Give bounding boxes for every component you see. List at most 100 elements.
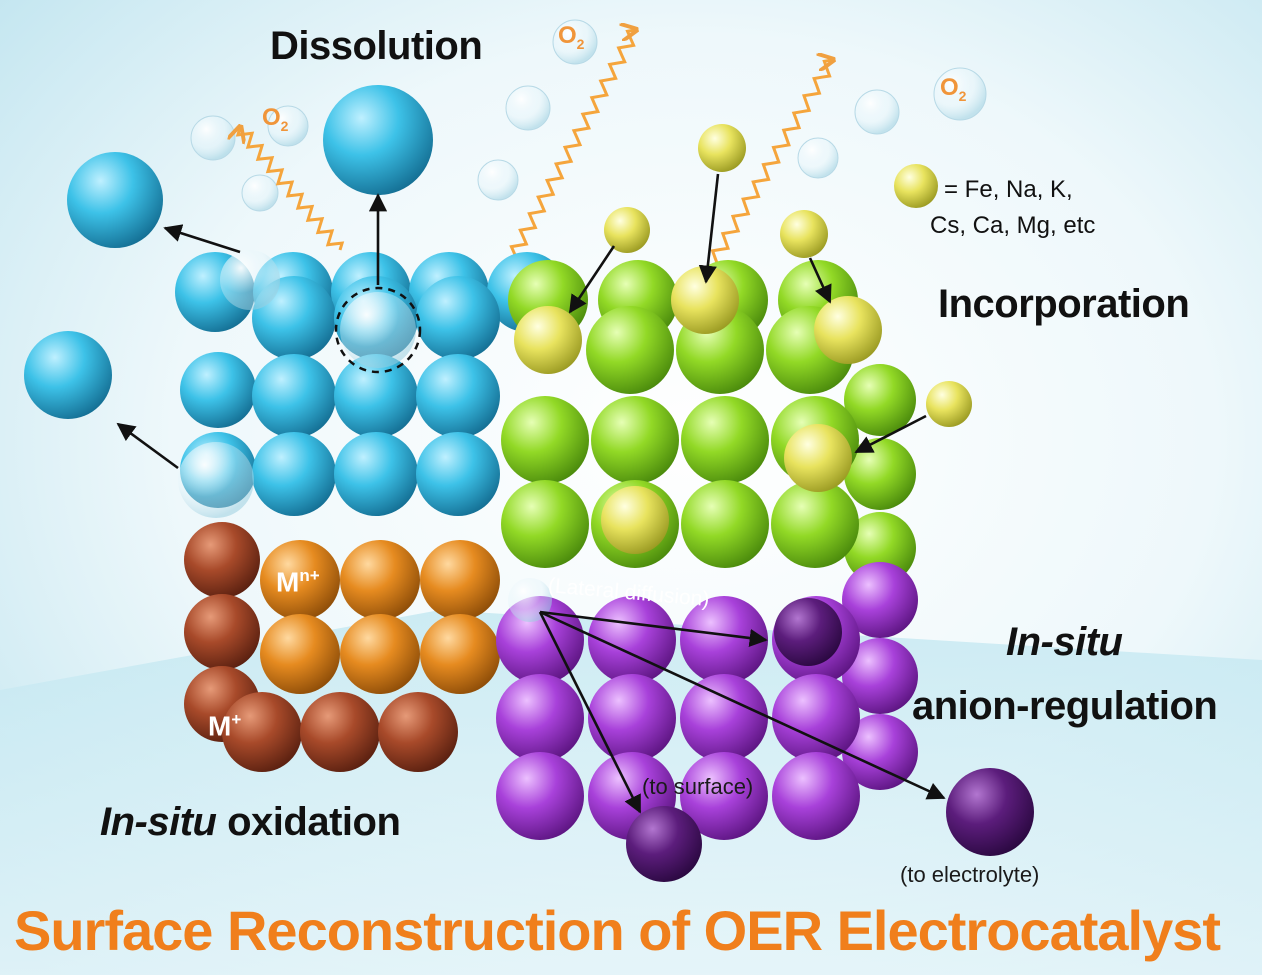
o2-label-center: O2	[558, 22, 584, 52]
vacancy-bubble	[220, 250, 280, 310]
green-atom	[681, 396, 769, 484]
purple-atom	[842, 562, 918, 638]
ion-m-sup: +	[231, 710, 242, 729]
green-atom	[844, 438, 916, 510]
dopant-legend-line1: = Fe, Na, K,	[944, 176, 1073, 203]
incorporation-arrow	[568, 245, 616, 314]
floating-dopant-atom	[698, 124, 746, 172]
o2-base: O	[558, 22, 577, 49]
o2-label-right: O2	[940, 74, 966, 104]
oxygen-release-waves	[238, 30, 832, 286]
purple-atom	[496, 674, 584, 762]
dissolved-cyan-atom	[67, 152, 163, 248]
purple-atom	[588, 674, 676, 762]
o2-base: O	[262, 104, 281, 131]
orange-atom	[340, 540, 420, 620]
cyan-atom	[416, 354, 500, 438]
cyan-atom	[416, 432, 500, 516]
oxygen-bubbles	[190, 19, 987, 212]
lateral-diffusion-arrow	[539, 610, 768, 648]
o2-wave	[238, 128, 345, 251]
dopant-atom	[784, 424, 852, 492]
cyan-atom	[416, 276, 500, 360]
purple-atom	[588, 596, 676, 684]
in-situ-oxidation-label: In-situ oxidation	[100, 800, 401, 845]
to-surface-label: (to surface)	[642, 774, 754, 799]
green-atom	[681, 480, 769, 568]
dopant-atom	[671, 266, 739, 334]
dissolution-label: Dissolution	[270, 24, 483, 68]
purple-atom	[680, 752, 768, 840]
o2-sub: 2	[576, 35, 585, 52]
o2-bubble	[933, 67, 987, 121]
o2-wave	[699, 60, 832, 286]
o2-sub: 2	[958, 87, 967, 104]
dissolution-arrow	[116, 422, 179, 470]
orange-atom	[260, 540, 340, 620]
purple-atom	[680, 596, 768, 684]
o2-bubble	[552, 19, 598, 65]
o2-bubble	[477, 159, 519, 201]
brown-atom	[378, 692, 458, 772]
vacancy-bubble	[340, 292, 416, 368]
green-atom	[501, 480, 589, 568]
o2-bubble	[505, 85, 551, 131]
purple-atom	[842, 714, 918, 790]
o2-label-left: O2	[262, 104, 288, 134]
dopant-atom	[601, 486, 669, 554]
incorporation-label: Incorporation	[938, 282, 1190, 326]
to-surface-arrow	[538, 611, 642, 814]
orange-atom	[420, 540, 500, 620]
to-electrolyte-label: (to electrolyte)	[900, 862, 1040, 887]
floating-dopant-atom	[780, 210, 828, 258]
orange-atom	[340, 614, 420, 694]
o2-bubble	[190, 115, 236, 161]
floating-dopant-atom	[604, 207, 650, 253]
figure-title: Surface Reconstruction of OER Electrocat…	[14, 899, 1221, 962]
brown-atom	[184, 594, 260, 670]
cyan-atom	[252, 432, 336, 516]
o2-base: O	[940, 74, 959, 101]
green-atom	[771, 480, 859, 568]
o2-bubble	[267, 105, 309, 147]
ion-mn-plus-label: Mn+	[276, 566, 320, 598]
floating-dopant-atom	[926, 381, 972, 427]
o2-wave	[509, 30, 635, 264]
o2-sub: 2	[280, 117, 289, 134]
o2-bubble	[241, 174, 279, 212]
incorporation-arrow	[854, 414, 927, 454]
ion-mn-sup: n+	[299, 566, 320, 585]
dissolution-arrow	[163, 224, 241, 254]
vacancy-bubble	[178, 442, 254, 518]
process-arrows	[116, 173, 946, 814]
vacancy-dashed-circle	[334, 286, 422, 374]
ion-m-plus-label: M+	[208, 710, 241, 742]
ion-mn-base: M	[276, 566, 300, 598]
oxidation-word: oxidation	[216, 800, 401, 844]
green-atom	[586, 306, 674, 394]
anion-regulation-label: anion-regulation	[912, 684, 1218, 728]
dissolved-cyan-atom	[323, 85, 433, 195]
to-electrolyte-arrow	[539, 610, 946, 800]
dissolved-cyan-atom	[24, 331, 112, 419]
incorporation-arrow	[808, 257, 832, 304]
dopant-atom	[814, 296, 882, 364]
incorporation-arrow	[698, 173, 720, 284]
green-atom	[501, 396, 589, 484]
brown-atom	[300, 692, 380, 772]
cyan-atom	[334, 432, 418, 516]
ion-m-base: M	[208, 710, 232, 742]
brown-atom	[184, 522, 260, 598]
purple-atom	[772, 752, 860, 840]
purple-atom	[496, 752, 584, 840]
anion-atom	[774, 598, 842, 666]
orange-atom	[260, 614, 340, 694]
green-atom	[844, 512, 916, 584]
green-atom	[591, 396, 679, 484]
atom-lattice	[24, 85, 1034, 882]
purple-atom	[842, 638, 918, 714]
cyan-atom	[180, 352, 256, 428]
o2-bubble	[854, 89, 900, 135]
cyan-atom	[252, 354, 336, 438]
